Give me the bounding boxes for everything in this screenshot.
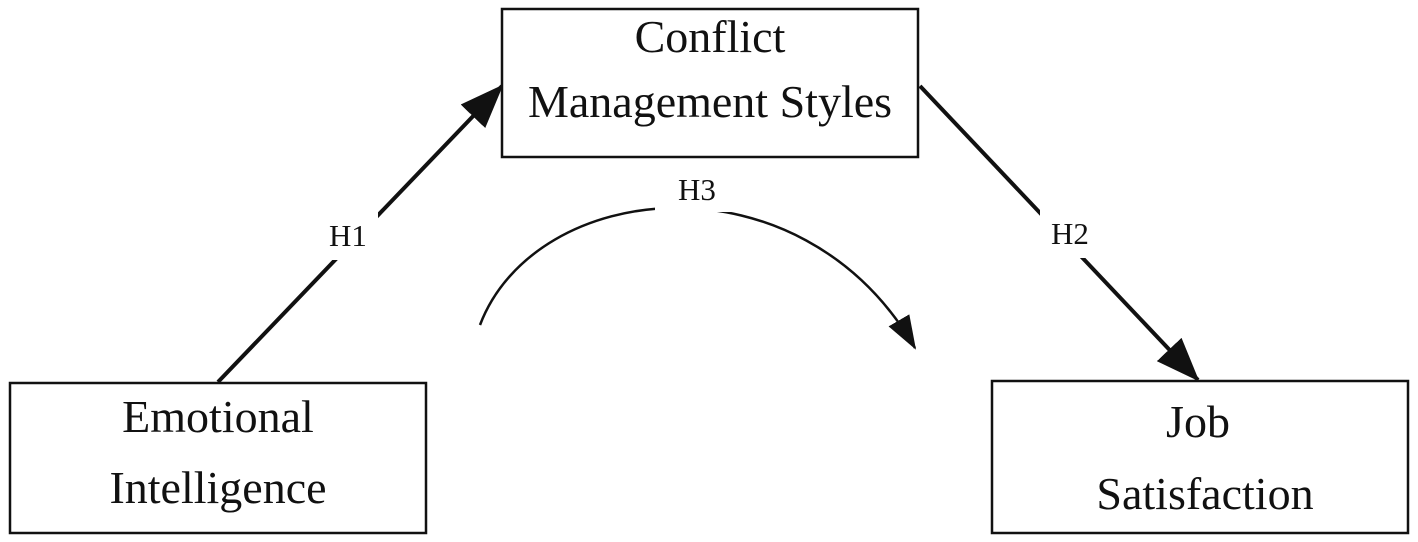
node-job-satisfaction-box xyxy=(990,379,1410,535)
edge-h3-label: H3 xyxy=(678,172,716,207)
edge-h1: H1 xyxy=(216,84,504,384)
node-conflict-management-styles-line1: Conflict xyxy=(635,11,786,62)
node-emotional-intelligence: Emotional Intelligence xyxy=(8,381,428,535)
node-emotional-intelligence-line1: Emotional xyxy=(122,391,314,442)
node-job-satisfaction-line1: Job xyxy=(1166,396,1230,447)
node-emotional-intelligence-box xyxy=(8,381,428,535)
node-conflict-management-styles-line2: Management Styles xyxy=(528,76,892,127)
node-job-satisfaction-line2: Satisfaction xyxy=(1096,468,1313,519)
node-job-satisfaction: Job Satisfaction xyxy=(990,379,1410,535)
edge-h3-curve xyxy=(478,206,917,350)
node-conflict-management-styles: Conflict Management Styles xyxy=(500,7,920,159)
node-conflict-management-styles-box xyxy=(500,7,920,159)
edge-h1-label: H1 xyxy=(329,218,367,253)
edge-h3: H3 xyxy=(478,168,917,350)
node-emotional-intelligence-line2: Intelligence xyxy=(109,462,326,513)
edge-h2-label: H2 xyxy=(1051,216,1089,251)
edge-h2: H2 xyxy=(918,84,1200,382)
